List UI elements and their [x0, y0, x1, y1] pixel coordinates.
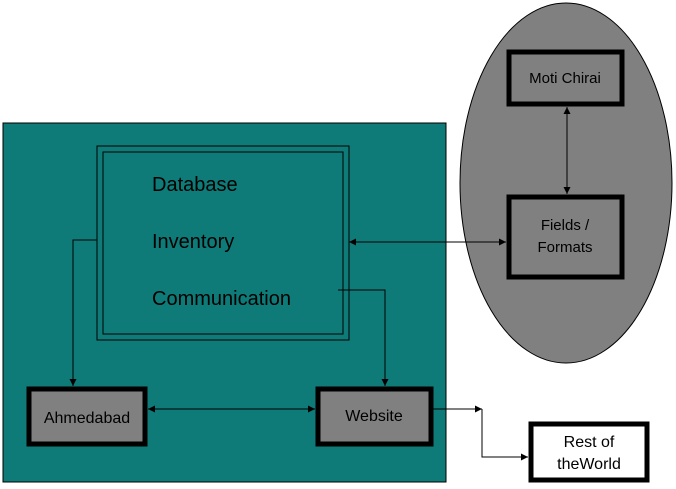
node-website-label: Website [345, 408, 403, 425]
central-block: Database Inventory Communication [96, 145, 350, 341]
node-rest-of-world-line1: Rest of [564, 434, 615, 451]
node-moti-chirai-label: Moti Chirai [529, 70, 601, 87]
central-item-inventory: Inventory [152, 231, 234, 253]
connector-communication-website [338, 289, 389, 386]
node-rest-of-world-line2: theWorld [557, 456, 621, 473]
connector-central-ahmedabad [69, 239, 97, 386]
node-moti-chirai: Moti Chirai [506, 49, 625, 107]
connector-website-world-drop [481, 409, 528, 461]
central-item-database: Database [152, 174, 238, 196]
node-fields-formats-line2: Formats [537, 239, 592, 256]
node-fields-formats: Fields / Formats [506, 194, 625, 280]
node-ahmedabad-label: Ahmedabad [44, 410, 130, 427]
node-ahmedabad: Ahmedabad [26, 386, 148, 447]
node-rest-of-world: Rest of theWorld [528, 421, 650, 483]
node-fields-formats-line1: Fields / [541, 217, 590, 234]
node-website: Website [315, 386, 434, 447]
central-item-communication: Communication [152, 288, 291, 310]
